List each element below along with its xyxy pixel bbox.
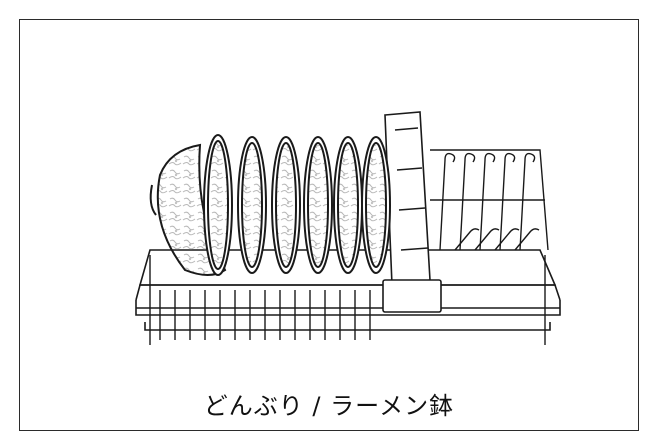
bowl (333, 136, 363, 274)
stacked-bowls (149, 134, 391, 276)
cutlery-holder (382, 111, 442, 313)
rack-tines-left (149, 255, 546, 345)
bowl (156, 134, 233, 276)
bowl-foot (149, 184, 157, 216)
caption: どんぶり / ラーメン鉢 (203, 392, 455, 420)
bowl (271, 136, 301, 274)
bowl (303, 136, 333, 274)
bowl (361, 136, 391, 274)
rack-fingers-right (430, 149, 549, 251)
bowl (237, 136, 267, 274)
